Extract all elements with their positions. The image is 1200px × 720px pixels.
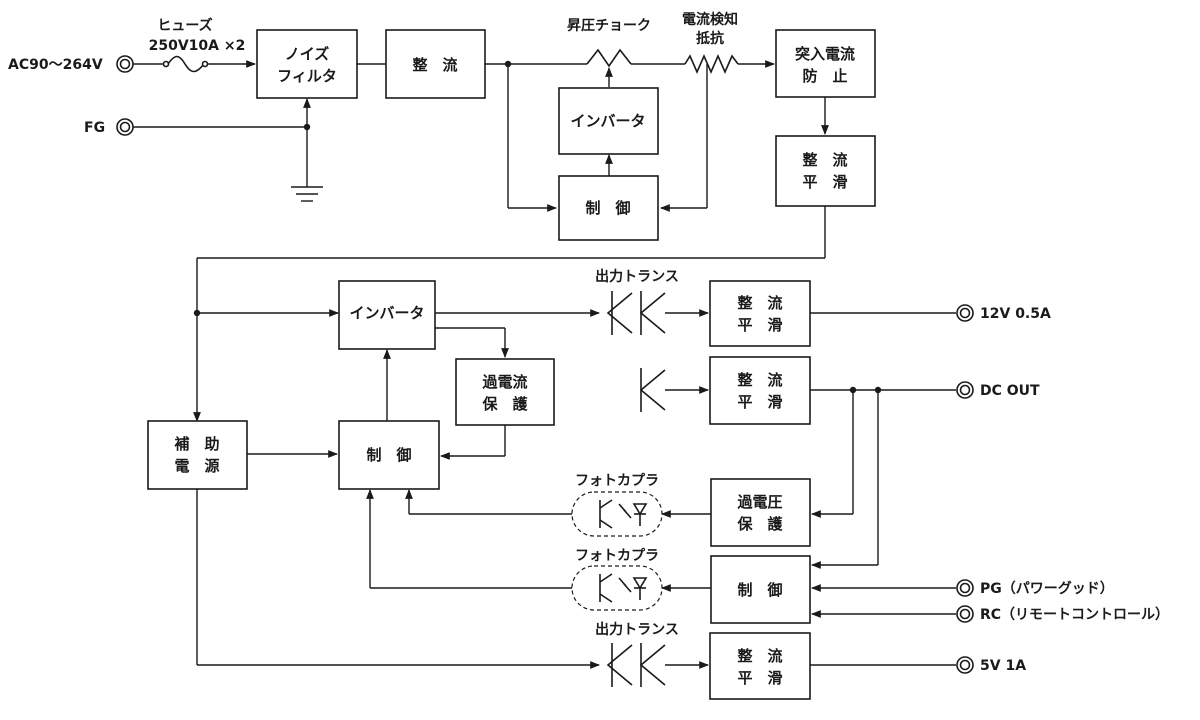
block-label: インバータ (570, 112, 645, 130)
rc-label: RC（リモートコントロール） (980, 607, 1169, 623)
block-label: 電 源 (174, 457, 219, 475)
block-label: 平 滑 (737, 316, 782, 334)
block-overcurrent-protection: 過電流 保 護 (455, 358, 555, 426)
block-label: ノイズ (285, 45, 330, 63)
fg-label: FG (84, 120, 105, 136)
boost-choke-label: 昇圧チョーク (567, 18, 651, 34)
block-label: 平 滑 (802, 173, 847, 191)
block-auxiliary-power: 補 助 電 源 (147, 420, 248, 490)
transformer-top-label: 出力トランス (595, 268, 679, 285)
block-label: 突入電流 (795, 45, 855, 63)
block-label: 保 護 (736, 515, 783, 533)
output-terminal-5v (956, 656, 974, 674)
block-label: 整 流 (737, 647, 782, 665)
block-control-pfc: 制 御 (558, 175, 659, 241)
output-terminal-12v (956, 304, 974, 322)
block-label: 整 流 (737, 294, 782, 312)
block-control-output: 制 御 (710, 555, 811, 624)
output-12v-label: 12V 0.5A (980, 306, 1051, 322)
sense-resistor-label: 電流検知 (682, 11, 738, 28)
block-inverter-pfc: インバータ (558, 87, 659, 155)
block-label: 過電流 (481, 373, 527, 391)
block-rectify-smooth-dc: 整 流 平 滑 (709, 356, 811, 425)
optocoupler-1-icon (571, 491, 663, 537)
ac-input-terminal (116, 55, 134, 73)
block-rectify-smooth-5v: 整 流 平 滑 (709, 632, 811, 700)
dc-out-label: DC OUT (980, 383, 1040, 399)
transformer-bottom-label: 出力トランス (595, 621, 679, 638)
ac-input-label: AC90〜264V (8, 57, 103, 73)
block-label: 整 流 (737, 371, 782, 389)
block-label: 平 滑 (737, 393, 782, 411)
block-noise-filter: ノイズ フィルタ (256, 29, 358, 99)
block-control-main: 制 御 (338, 420, 440, 490)
block-inrush-prevention: 突入電流 防 止 (775, 29, 876, 98)
optocoupler-2-label: フォトカプラ (575, 548, 659, 564)
junction-dots (193, 60, 882, 394)
transformer-top-icon (606, 291, 666, 335)
block-label: フィルタ (277, 67, 337, 85)
sense-resistor-icon (684, 54, 739, 74)
boost-choke-icon (586, 48, 632, 68)
block-label: 保 護 (481, 395, 528, 413)
fuse-label: ヒューズ (157, 17, 212, 34)
fuse-icon (162, 55, 209, 73)
sense-resistor-label-2: 抵抗 (696, 30, 724, 47)
fg-terminal (116, 118, 134, 136)
fuse-rating-label: 250V10A ×2 (149, 38, 246, 54)
optocoupler-1-label: フォトカプラ (575, 473, 659, 489)
block-label: インバータ (349, 304, 424, 322)
block-rectifier-input: 整 流 (385, 29, 486, 99)
block-inverter-main: インバータ (338, 280, 436, 350)
block-label: 整 流 (412, 56, 457, 74)
transformer-bottom-icon (606, 643, 666, 687)
input-terminal-rc (956, 605, 974, 623)
block-label: 防 止 (802, 67, 847, 85)
block-label: 制 御 (585, 199, 630, 217)
optocoupler-2-icon (571, 565, 663, 611)
block-label: 制 御 (737, 581, 782, 599)
pg-label: PG（パワーグッド） (980, 580, 1114, 597)
block-label: 補 助 (173, 435, 219, 453)
block-label: 平 滑 (737, 669, 782, 687)
output-5v-label: 5V 1A (980, 658, 1026, 674)
wiring (132, 60, 956, 669)
block-label: 制 御 (366, 446, 411, 464)
block-rectify-smooth-main: 整 流 平 滑 (775, 135, 876, 207)
block-rectify-smooth-12v: 整 流 平 滑 (709, 280, 811, 347)
block-label: 整 流 (802, 151, 847, 169)
output-terminal-dc-out (956, 381, 974, 399)
block-overvoltage-protection: 過電圧 保 護 (710, 478, 811, 547)
input-terminal-pg (956, 579, 974, 597)
block-label: 過電圧 (736, 493, 782, 511)
transformer-secondary-icon (639, 368, 666, 412)
